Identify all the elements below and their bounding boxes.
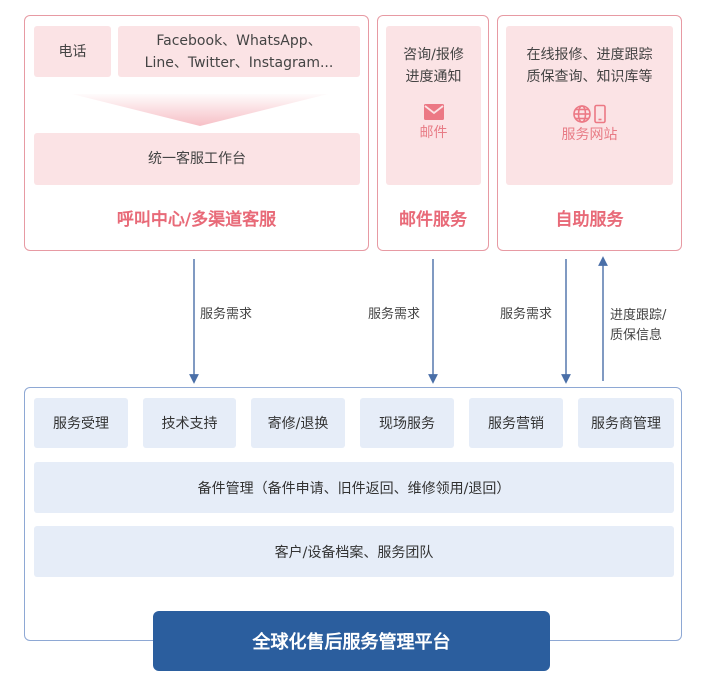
- module-service-intake: 服务受理: [34, 398, 128, 448]
- service-website-label: 服务网站: [561, 127, 618, 143]
- platform-panel: [24, 387, 682, 641]
- social-channels-line2: Line、Twitter、Instagram...: [144, 54, 334, 71]
- module-tech-support: 技术支持: [143, 398, 236, 448]
- module-field-service: 现场服务: [360, 398, 454, 448]
- arrow-label-call-center: 服务需求: [200, 307, 253, 322]
- email-icon-label: 邮件: [419, 125, 448, 141]
- call-center-title: 呼叫中心/多渠道客服: [116, 209, 277, 230]
- social-channels-line1: Facebook、WhatsApp、: [156, 32, 322, 49]
- platform-title-banner: 全球化售后服务管理平台: [153, 611, 550, 671]
- arrow-label-email: 服务需求: [368, 307, 421, 322]
- module-service-marketing: 服务营销: [469, 398, 563, 448]
- feedback-line2: 质保信息: [610, 328, 663, 343]
- self-service-line2: 质保查询、知识库等: [526, 69, 653, 85]
- email-service-line2: 进度通知: [405, 69, 462, 85]
- globe-phone-icon: [572, 104, 607, 124]
- self-service-tile: 在线报修、进度跟踪 质保查询、知识库等 服务网站: [506, 26, 673, 185]
- phone-channel-tile: 电话: [34, 26, 111, 77]
- unified-workbench-label: 统一客服工作台: [148, 151, 246, 167]
- self-service-title: 自助服务: [555, 209, 624, 230]
- social-channels-tile: Facebook、WhatsApp、 Line、Twitter、Instagra…: [118, 26, 360, 77]
- email-service-line1: 咨询/报修: [403, 47, 464, 63]
- module-repair-return: 寄修/退换: [251, 398, 345, 448]
- phone-channel-label: 电话: [58, 43, 87, 60]
- unified-workbench-tile: 统一客服工作台: [34, 133, 360, 185]
- archives-tile: 客户/设备档案、服务团队: [34, 526, 674, 577]
- envelope-icon: [423, 104, 444, 122]
- arrow-label-self-service: 服务需求: [500, 307, 553, 322]
- email-service-tile: 咨询/报修 进度通知 邮件: [386, 26, 481, 185]
- module-provider-management: 服务商管理: [578, 398, 674, 448]
- feedback-line1: 进度跟踪/: [610, 308, 667, 323]
- self-service-line1: 在线报修、进度跟踪: [526, 47, 653, 63]
- email-service-title: 邮件服务: [399, 209, 467, 230]
- arrow-label-feedback: 进度跟踪/ 质保信息: [610, 306, 666, 346]
- spare-parts-tile: 备件管理（备件申请、旧件返回、维修领用/退回）: [34, 462, 674, 513]
